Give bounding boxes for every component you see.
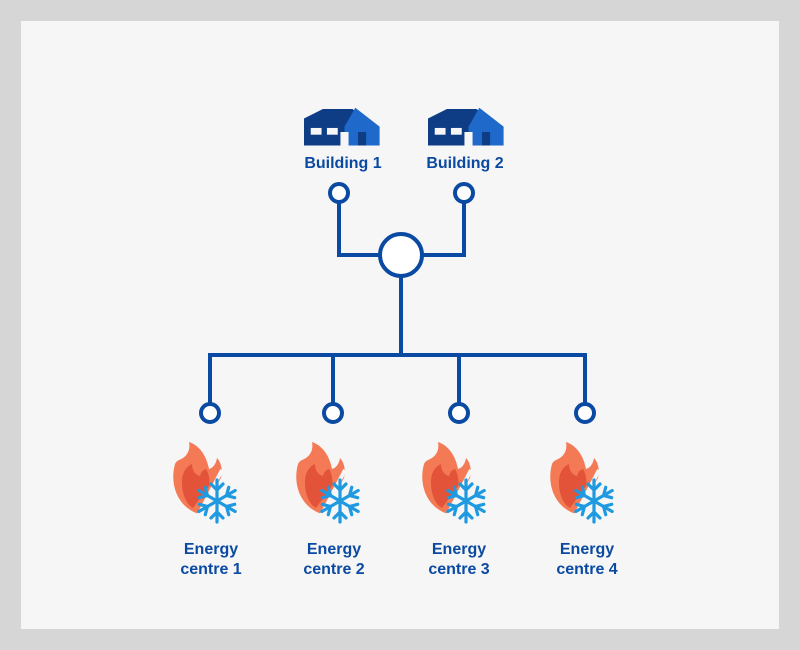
energy-centre-1-label: Energy centre 1 <box>180 540 241 580</box>
centre-1-heat-cool-icon <box>173 442 238 522</box>
energy-centre-1-label-line1: Energy <box>183 541 239 558</box>
centre-3-heat-cool-icon <box>422 442 487 522</box>
connector-lines <box>208 203 587 403</box>
hub-node <box>378 232 424 278</box>
building-1-node <box>328 182 350 204</box>
energy-centre-3-label-line1: Energy <box>431 541 487 558</box>
energy-centre-2-label-line1: Energy <box>306 541 362 558</box>
energy-centre-3-label: Energy centre 3 <box>428 540 489 580</box>
centre-4-node <box>574 402 596 424</box>
building-1-house-icon <box>304 107 380 146</box>
energy-centre-2-label-line2: centre 2 <box>303 561 365 578</box>
centre-2-heat-cool-icon <box>296 442 361 522</box>
building-1-label: Building 1 <box>304 155 382 172</box>
centre-4-heat-cool-icon <box>550 442 615 522</box>
energy-centre-4-label-line2: centre 4 <box>556 561 618 578</box>
building-2-link <box>423 203 466 257</box>
building-2-node <box>453 182 475 204</box>
energy-centre-4-label: Energy centre 4 <box>556 540 617 580</box>
building-2-house-icon <box>428 107 504 146</box>
energy-centre-3-label-line2: centre 3 <box>428 561 490 578</box>
centre-2-node <box>322 402 344 424</box>
centre-3-node <box>448 402 470 424</box>
building-1-link <box>337 203 379 257</box>
energy-centre-1-label-line2: centre 1 <box>180 561 242 578</box>
energy-centre-2-label: Energy centre 2 <box>303 540 364 580</box>
energy-centre-4-label-line1: Energy <box>559 541 615 558</box>
building-2-label: Building 2 <box>426 155 504 172</box>
centre-1-node <box>199 402 221 424</box>
